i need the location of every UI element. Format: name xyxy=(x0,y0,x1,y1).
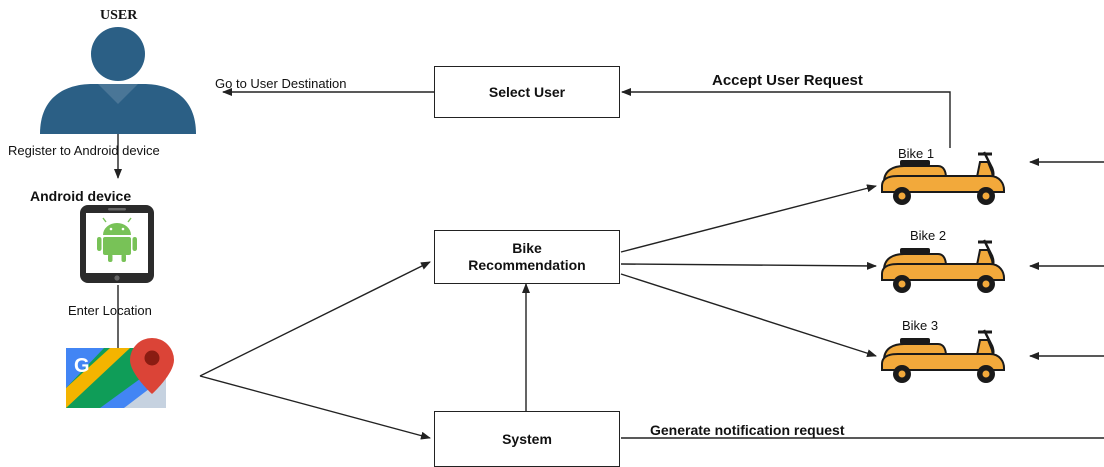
bike-2-label: Bike 2 xyxy=(910,228,947,243)
user-title: USER xyxy=(100,8,138,23)
arrow-recommendation-to-bike3 xyxy=(620,273,877,358)
arrow-maps-to-system xyxy=(199,375,431,440)
system-box: System xyxy=(434,411,620,467)
generate-notification-label: Generate notification request xyxy=(650,422,845,438)
android-device-label: Android device xyxy=(30,188,132,204)
arrow-recommendation-to-bike2 xyxy=(620,261,877,270)
accept-request-label: Accept User Request xyxy=(712,72,863,89)
bike-recommendation-line2: Recommendation xyxy=(468,257,586,273)
bike-recommendation-line1: Bike xyxy=(512,240,542,256)
bike-1-label: Bike 1 xyxy=(898,146,935,161)
system-label: System xyxy=(502,431,552,447)
arrow-recommendation-to-bike1 xyxy=(620,184,877,253)
go-to-destination-label: Go to User Destination xyxy=(215,76,347,91)
bike-3-label: Bike 3 xyxy=(902,318,939,333)
select-user-box: Select User xyxy=(434,66,620,118)
arrow-bike1-to-select-user xyxy=(621,88,951,148)
select-user-label: Select User xyxy=(488,84,566,100)
bike-recommendation-box: Bike Recommendation xyxy=(434,230,620,284)
arrow-maps-to-recommendation xyxy=(199,261,431,377)
enter-location-label: Enter Location xyxy=(68,303,152,318)
register-label: Register to Android device xyxy=(8,143,160,158)
